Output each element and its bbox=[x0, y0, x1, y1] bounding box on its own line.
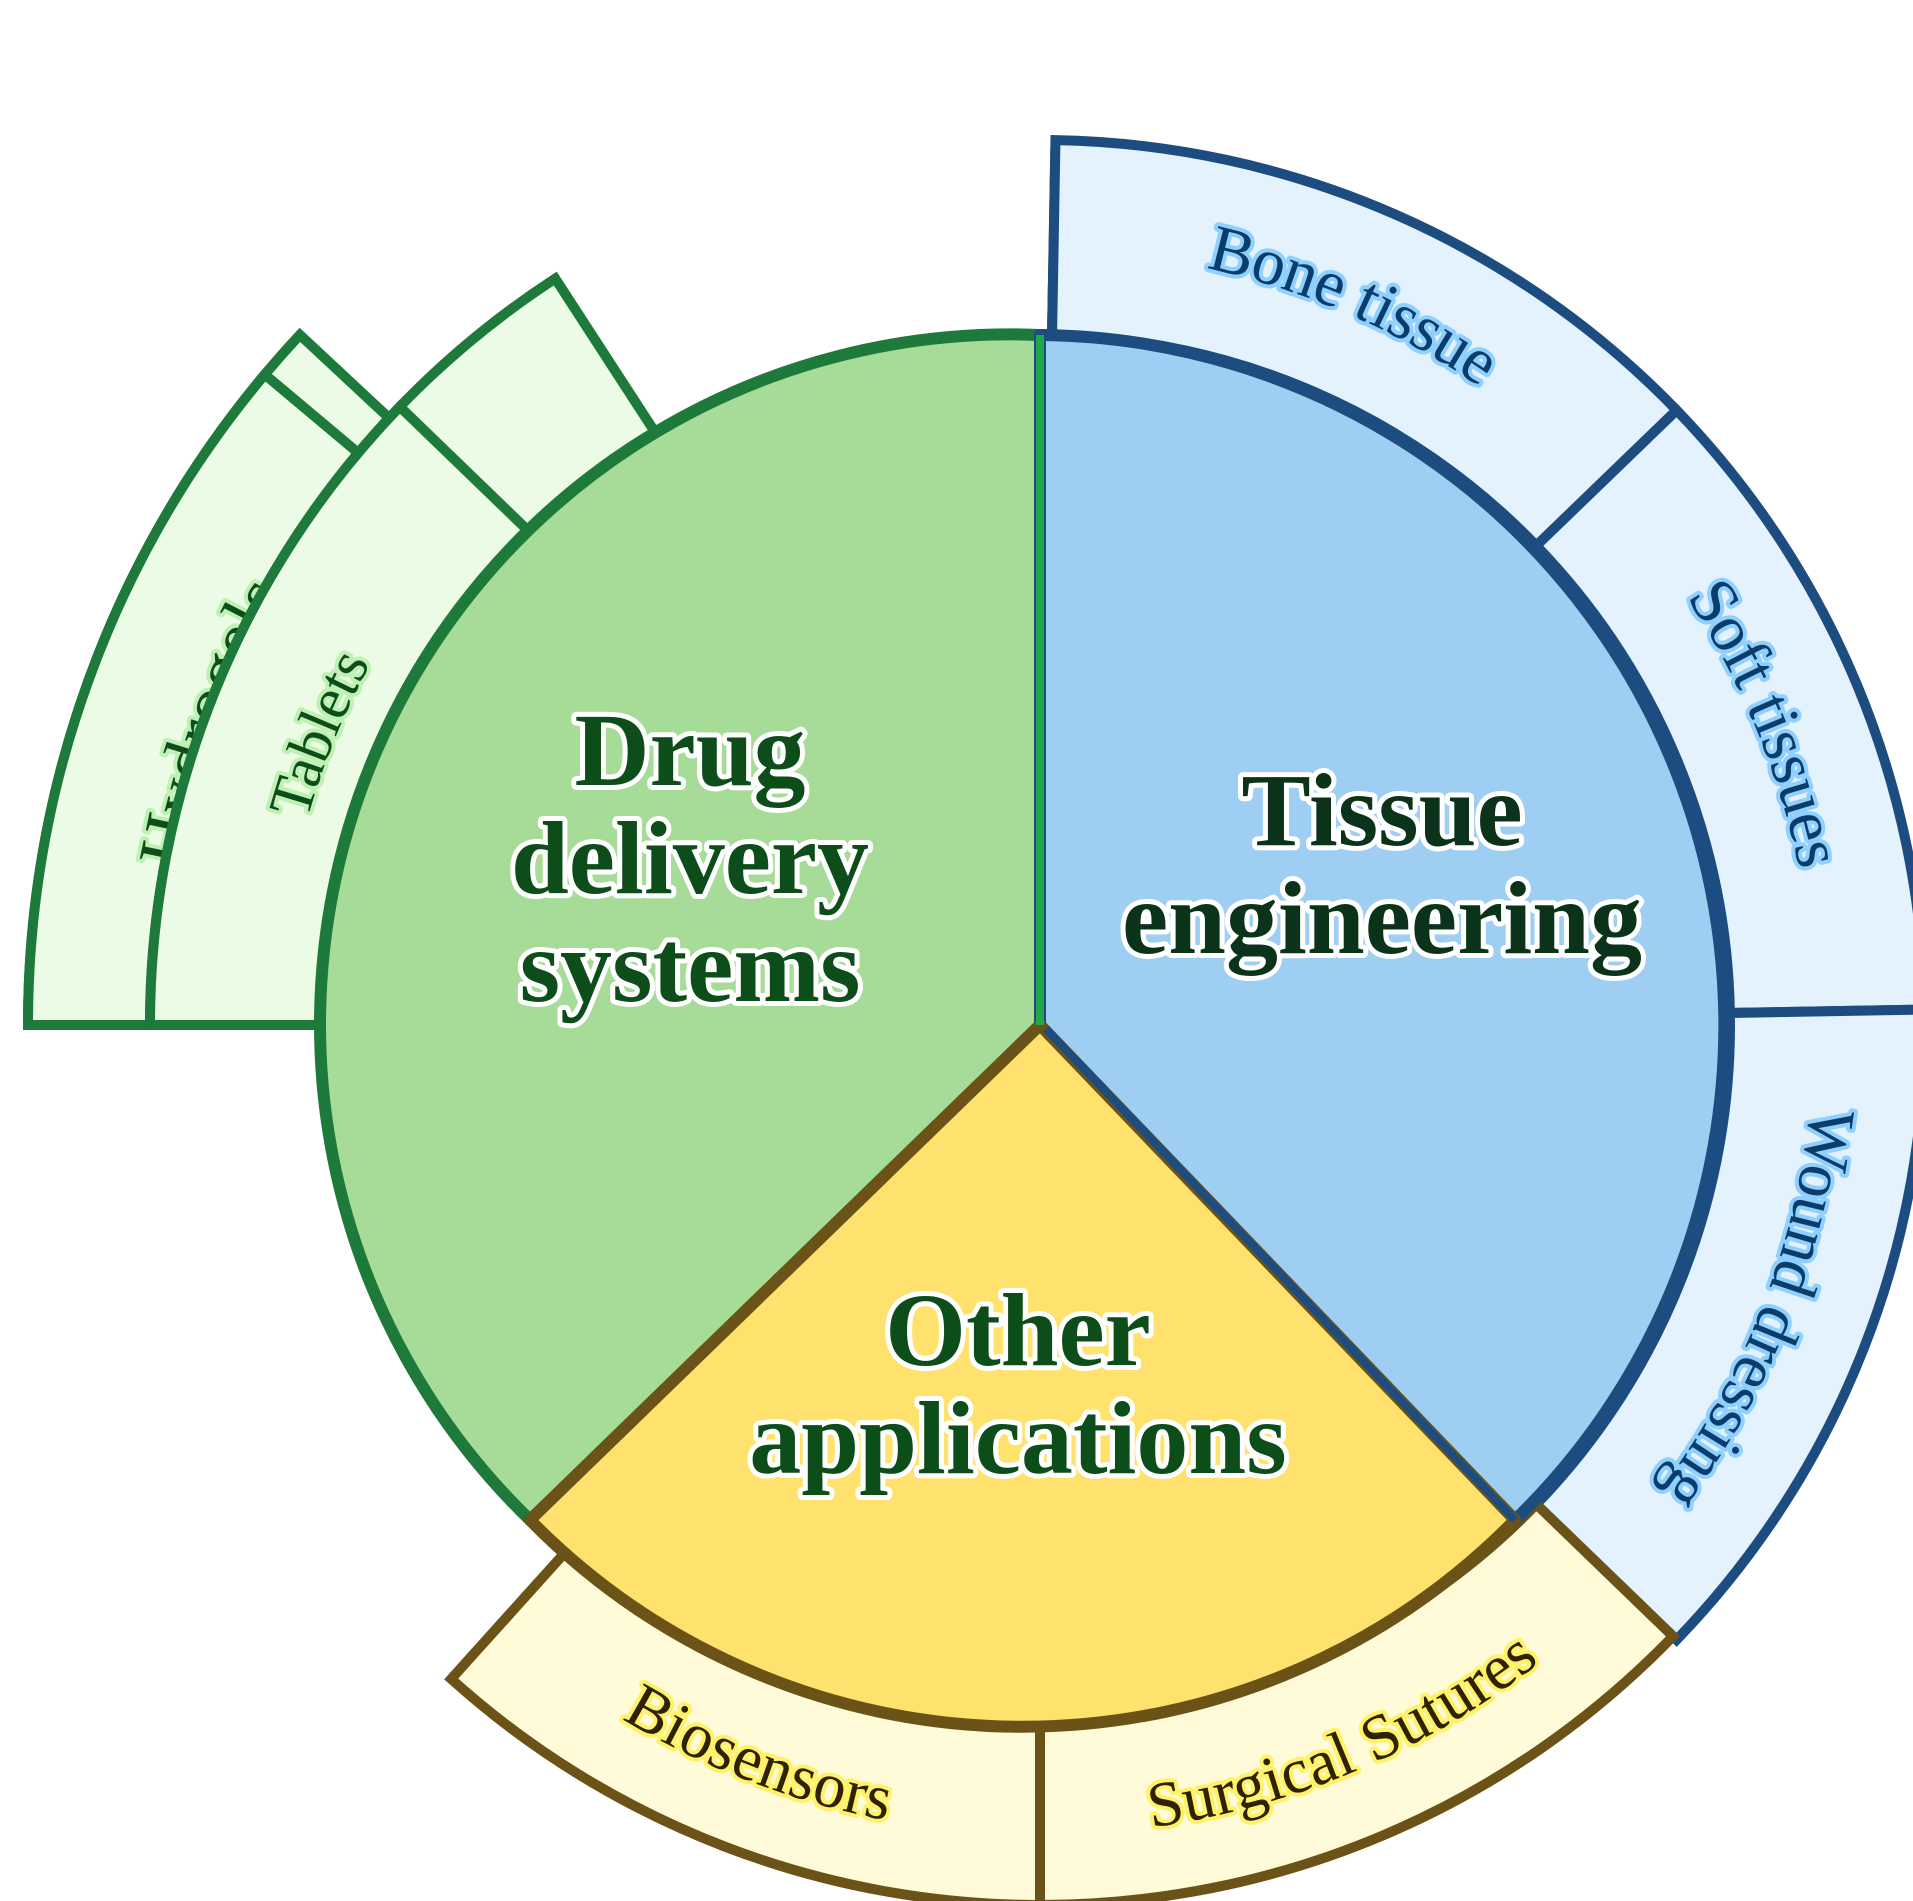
label-other-line-1: applications bbox=[749, 1381, 1286, 1496]
label-other-line-0: Other bbox=[885, 1273, 1151, 1388]
main-sectors bbox=[314, 328, 1731, 1733]
label-tissue-line-1: engineering bbox=[1122, 861, 1642, 976]
label-drug-line-0: Drug bbox=[574, 693, 805, 808]
sector-drug-delivery bbox=[314, 328, 1046, 1526]
sector-other-applications bbox=[524, 1019, 1521, 1733]
label-drug-line-2: systems bbox=[520, 909, 861, 1024]
divider-right bbox=[1043, 1026, 1518, 1523]
sector-tissue-engineering bbox=[1034, 329, 1731, 1526]
label-tissue-line-0: Tissue bbox=[1241, 753, 1522, 868]
label-drug-line-1: delivery bbox=[511, 801, 869, 916]
